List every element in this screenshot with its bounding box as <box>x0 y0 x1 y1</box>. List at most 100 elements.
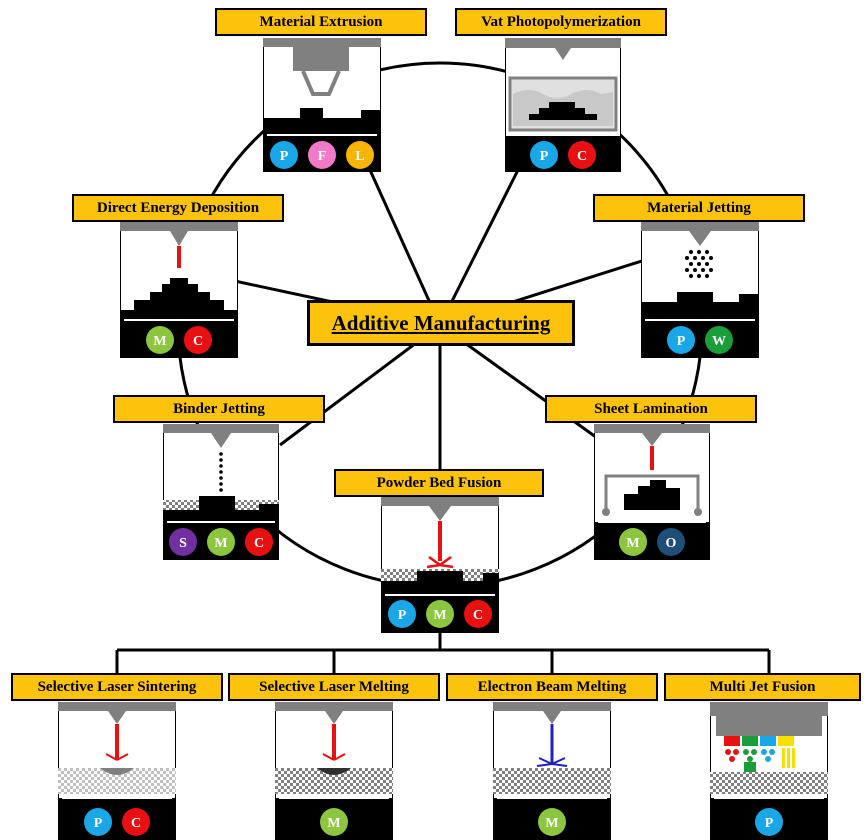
material-badges: P <box>755 808 783 836</box>
print-carriage <box>710 702 828 716</box>
laminated-part <box>624 480 680 510</box>
label-binder-jetting: Binder Jetting <box>113 395 325 423</box>
badge-l <box>346 141 374 169</box>
deposited-part <box>120 278 238 320</box>
printed-part <box>263 108 381 136</box>
label-powder-bed-fusion: Powder Bed Fusion <box>334 469 544 497</box>
powder-bed <box>493 768 611 794</box>
center-label: Additive Manufacturing <box>307 300 575 346</box>
printed-part <box>641 292 759 320</box>
badge-m <box>426 600 454 628</box>
printed-part <box>381 571 499 595</box>
melt-pool <box>100 768 134 775</box>
badge-p <box>755 808 783 836</box>
selective-laser-melting-illustration: M <box>275 702 393 840</box>
tree-lines <box>115 632 771 673</box>
badge-p <box>270 141 298 169</box>
badge-m <box>207 528 235 556</box>
badge-letter: P <box>94 816 103 831</box>
label-direct-energy-deposition: Direct Energy Deposition <box>72 194 284 222</box>
badge-p <box>530 141 558 169</box>
printed-part <box>529 102 597 120</box>
badge-m <box>538 808 566 836</box>
badge-letter: C <box>577 149 587 164</box>
jet-droplets <box>685 250 713 278</box>
badge-p <box>84 808 112 836</box>
badge-letter: M <box>626 536 639 551</box>
badge-c <box>245 528 273 556</box>
badge-letter: P <box>677 334 686 349</box>
badge-letter: C <box>254 536 264 551</box>
label-vat-photopolymerization: Vat Photopolymerization <box>455 8 667 36</box>
badge-letter: M <box>327 816 340 831</box>
powder-bed <box>710 772 828 794</box>
badge-f <box>308 141 336 169</box>
badge-o <box>657 528 685 556</box>
badge-letter: O <box>666 536 677 551</box>
label-material-extrusion: Material Extrusion <box>215 8 427 36</box>
sheet-feed <box>604 474 700 510</box>
badge-letter: S <box>179 536 187 551</box>
electron-beam <box>550 724 554 764</box>
label-selective-laser-melting: Selective Laser Melting <box>228 673 440 701</box>
badge-letter: L <box>355 149 364 164</box>
material-badges: M <box>320 808 348 836</box>
badge-m <box>146 326 174 354</box>
badge-letter: M <box>545 816 558 831</box>
badge-letter: C <box>473 608 483 623</box>
badge-s <box>169 528 197 556</box>
badge-letter: P <box>765 816 774 831</box>
badge-m <box>320 808 348 836</box>
light-source <box>555 48 571 60</box>
badge-letter: P <box>540 149 549 164</box>
label-sheet-lamination: Sheet Lamination <box>545 395 757 423</box>
badge-letter: F <box>318 149 327 164</box>
label-electron-beam-melting: Electron Beam Melting <box>446 673 658 701</box>
badge-letter: M <box>153 334 166 349</box>
badge-p <box>667 326 695 354</box>
badge-letter: P <box>280 149 289 164</box>
electron-beam-melting-illustration: M <box>493 702 611 840</box>
laser-beam <box>650 446 654 470</box>
printed-part <box>163 496 279 522</box>
badge-w <box>705 326 733 354</box>
laser-beam <box>177 246 181 268</box>
material-badges: M <box>538 808 566 836</box>
badge-m <box>619 528 647 556</box>
nozzle-head <box>293 47 349 71</box>
label-multi-jet-fusion: Multi Jet Fusion <box>664 673 861 701</box>
label-material-jetting: Material Jetting <box>593 194 805 222</box>
binder-drops <box>219 452 223 492</box>
badge-c <box>568 141 596 169</box>
badge-letter: M <box>433 608 446 623</box>
multi-jet-fusion-illustration: P <box>710 702 828 840</box>
badge-letter: C <box>131 816 141 831</box>
gantry <box>263 38 381 47</box>
badge-letter: C <box>193 334 203 349</box>
melt-pool <box>317 768 351 775</box>
label-selective-laser-sintering: Selective Laser Sintering <box>11 673 223 701</box>
laser-beam <box>115 724 119 760</box>
laser-beam <box>438 521 442 561</box>
badge-letter: P <box>398 608 407 623</box>
laser-beam <box>332 724 336 760</box>
badge-p <box>388 600 416 628</box>
badge-letter: M <box>214 536 227 551</box>
badge-c <box>184 326 212 354</box>
badge-c <box>464 600 492 628</box>
